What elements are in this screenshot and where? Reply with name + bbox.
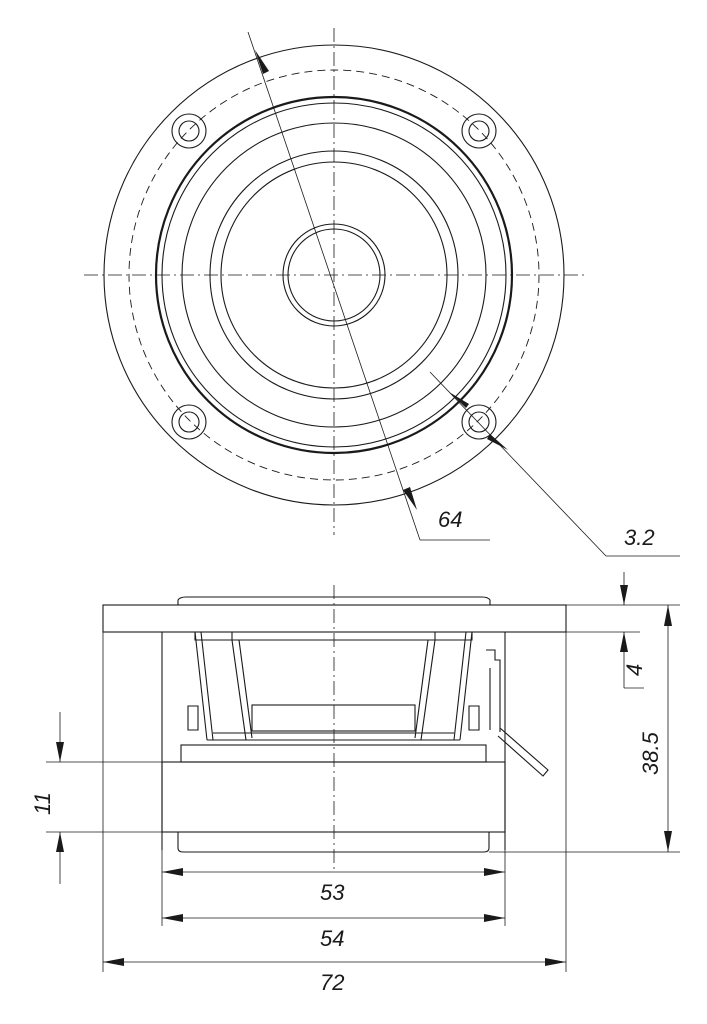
dim-label-total-depth: 38.5 [638,731,663,775]
dim-mounting-diameter: 64 [247,31,490,541]
dim-hole-diameter: 3.2 [429,371,680,557]
dim-magnet-diameter: 53 [162,868,505,905]
dim-label-magnet-height: 11 [30,792,55,815]
dim-label-frame-diameter: 54 [320,926,344,951]
basket-frame [161,631,506,850]
mounting-hole-bottom-right [461,404,497,440]
flange-outer-circle [103,44,565,506]
mounting-hole-top-right [461,113,497,149]
dim-label-flange-diameter: 72 [320,970,344,995]
mounting-hole-bottom-left [171,404,207,440]
surround-roll-circle [181,122,487,428]
cone-outer-circle [209,150,459,400]
front-view: 64 3.2 [84,28,680,557]
magnet [161,761,506,833]
flange-plate [102,604,567,633]
side-view: 4 38.5 11 53 54 [30,572,680,995]
dim-label-mounting-diameter: 64 [438,507,462,532]
top-plate [180,744,487,763]
dim-flange-thickness: 4 [620,572,647,689]
bottom-plate [177,832,490,853]
mounting-pitch-circle [128,69,540,481]
dim-total-depth: 38.5 [638,605,672,852]
surround-outer-circle [154,95,514,455]
surround-inner-edge [161,102,507,448]
mounting-hole-top-left [171,113,207,149]
dim-frame-diameter: 54 [162,914,505,951]
spider-plate [251,704,416,732]
cone-inner-circle [220,161,448,389]
surround-profile [177,596,491,605]
dim-label-flange-thickness: 4 [622,664,647,676]
dim-label-hole-diameter: 3.2 [624,525,655,550]
dim-label-magnet-diameter: 53 [320,880,345,905]
dim-magnet-height: 11 [30,712,64,884]
dust-cap-inner [287,228,381,322]
terminal-tab [486,649,549,777]
dim-flange-diameter: 72 [103,958,566,995]
dust-cap-outer [282,223,386,327]
